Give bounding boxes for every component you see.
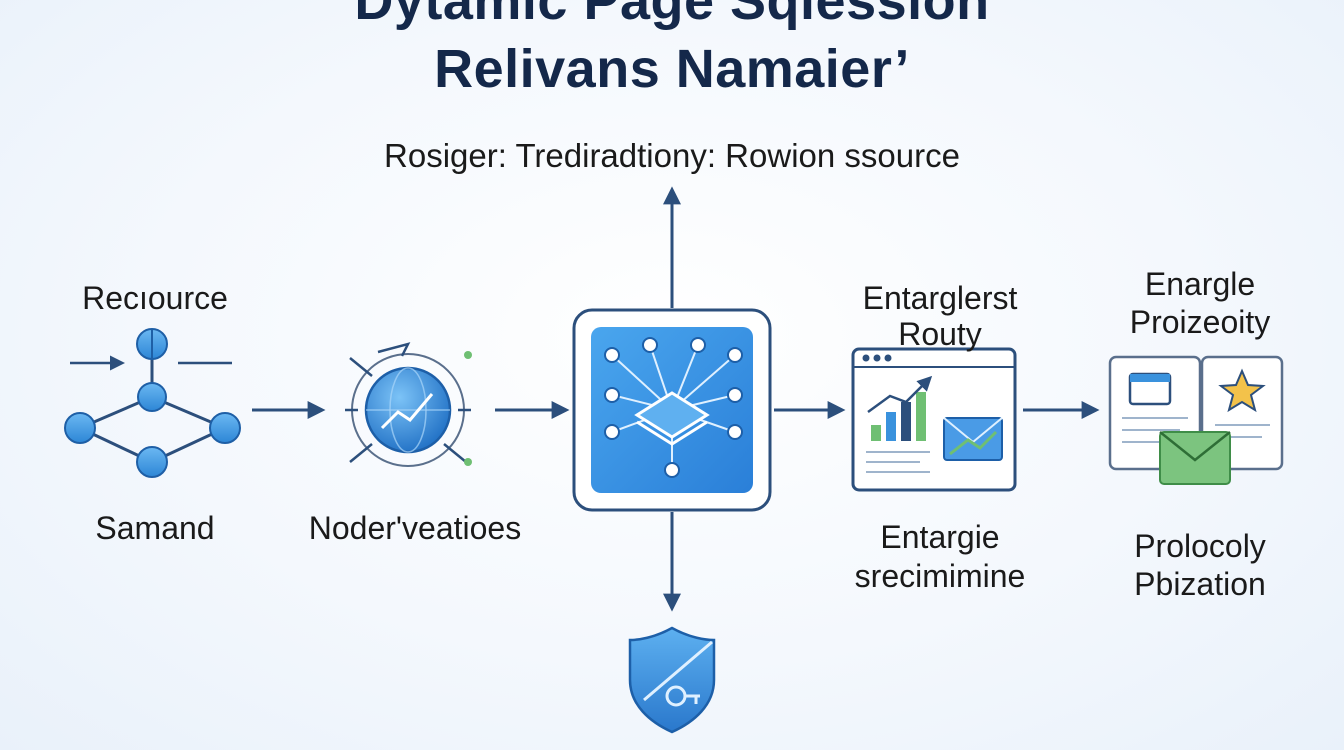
stage4-top-label-2: Routy [898,316,982,352]
globe-chart-icon [345,342,472,467]
documents-mail-icon [1108,355,1284,485]
diagram-title: Relivans Namaier’ [434,39,910,99]
stage5-bottom-label-2: Pbization [1134,566,1266,602]
stage1-bottom-label: Samand [95,510,215,546]
hub-chip-icon [572,308,772,512]
stage5-top-label-1: Enargle [1144,266,1256,302]
stage4-bottom-label-2: srecimimine [854,558,1026,594]
stage5-bottom-label-1: Prolocoly [1134,528,1266,564]
diagram-title-line-1: Dytamic Page Sqiession [354,0,990,31]
stage5-top-label-2: Proizeoity [1129,304,1271,340]
diagram-subtitle: Rosiger: Trediradtiony: Rowion ssource [384,137,960,174]
browser-analytics-icon [851,347,1017,492]
stage2-bottom-label: Noder'veatioes [308,510,522,546]
stage4-top-label-1: Entarglerst [862,280,1018,316]
security-shield-icon [628,626,716,734]
stage1-top-label: Recıource [82,280,228,316]
network-graph-icon [64,328,241,478]
stage4-bottom-label-1: Entargie [880,519,1000,555]
